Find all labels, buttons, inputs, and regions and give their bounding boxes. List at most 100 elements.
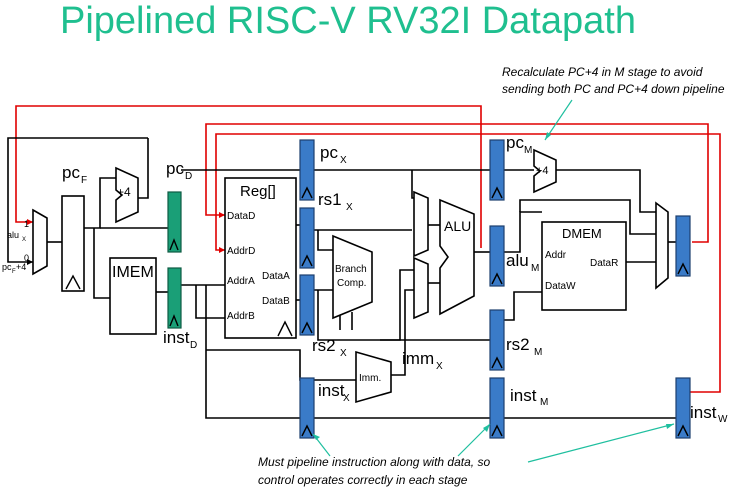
rs2x-label: rs2 [312, 336, 336, 355]
imm-generator [355, 350, 392, 404]
pcf-label: pc [62, 163, 80, 182]
pcx-label: pc [320, 143, 338, 162]
wire-rs2x-to-rs2m [317, 290, 490, 341]
wire-pcf-to-adder [84, 177, 116, 229]
bottom-callout-arrow-m [483, 424, 490, 432]
alum-label: alu [506, 251, 529, 270]
branch-label-1: Branch [335, 264, 367, 275]
wire-pcf4-arrow [27, 259, 33, 265]
writeback-mux [655, 201, 669, 290]
instx-sub: X [343, 393, 350, 404]
wire-pcf4-feedback [7, 137, 148, 263]
addra-label: AddrA [227, 276, 255, 287]
imem-label: IMEM [112, 264, 154, 281]
rs1x-sub: X [346, 202, 353, 213]
instw-register [675, 377, 691, 439]
pcf-sub: F [81, 175, 87, 186]
instx-label: inst [318, 381, 345, 400]
rs1x-label: rs1 [318, 190, 342, 209]
immx-label: imm [402, 349, 434, 368]
wire-immx-to-bmux [391, 289, 414, 376]
top-callout-arrow [545, 132, 551, 140]
alux-label: alu [7, 230, 19, 240]
rs2m-register [489, 309, 505, 371]
alux-sub: X [22, 237, 26, 243]
pcf4-sub: F [12, 269, 16, 275]
adder-m-label: +4 [536, 165, 549, 177]
pcm-label: pc [506, 133, 524, 152]
adder-m [533, 148, 557, 194]
bottom-note-line1: Must pipeline instruction along with dat… [258, 455, 490, 469]
wire-plus4-to-wbmux [556, 169, 656, 213]
pcx-register [299, 139, 315, 201]
wire-plus4-out [138, 138, 149, 199]
instx-register [299, 377, 315, 439]
immx-sub: X [436, 361, 443, 372]
bottom-callout-arrow-x [313, 434, 320, 440]
bottom-callout-line-w [527, 423, 675, 463]
pcd-sub: D [185, 171, 192, 182]
regfile-label: Reg[] [240, 183, 276, 200]
rs2x-sub: X [340, 348, 347, 359]
instw-label: inst [690, 403, 717, 422]
instm-sub: M [540, 397, 548, 408]
top-note-line2: sending both PC and PC+4 down pipeline [502, 82, 725, 96]
imem [109, 257, 157, 335]
red-feedback-wires [15, 105, 721, 393]
alu [439, 198, 475, 316]
writeback-addr-arrow [219, 247, 225, 253]
instw-sub: W [718, 414, 728, 425]
wire-pcf-to-imem [93, 228, 110, 299]
mux-in0-label: 0 [24, 253, 29, 263]
rs1x-register [299, 207, 315, 269]
pcd-label: pc [166, 159, 184, 178]
dataa-label: DataA [262, 271, 290, 282]
wire-instd-to-imm [206, 349, 356, 381]
rs2m-sub: M [534, 347, 542, 358]
instd-sub: D [190, 340, 197, 351]
writeback-data-arrow [219, 212, 225, 218]
wire-rs2x-to-bmux [380, 269, 414, 341]
datab-label: DataB [262, 296, 290, 307]
alu-feedback-wire [15, 105, 482, 248]
alu-feedback-arrow [27, 219, 33, 225]
instd-label: inst [163, 328, 190, 347]
wire-rs1x-to-branch [317, 230, 333, 251]
register-file [224, 177, 297, 339]
datar-label: DataR [590, 258, 618, 269]
branch-comparator [332, 234, 373, 320]
pcm-register [489, 139, 505, 201]
bottom-callout-arrow-w [666, 424, 674, 429]
page-title: Pipelined RISC-V RV32I Datapath [60, 0, 636, 42]
alu-a-mux [413, 190, 429, 258]
addrb-label: AddrB [227, 311, 255, 322]
rs2x-register [299, 274, 315, 336]
pcm-sub: M [524, 145, 532, 156]
rs2m-label: rs2 [506, 335, 530, 354]
wire-alum-to-wbmux [519, 199, 656, 235]
addr-label: Addr [545, 250, 567, 261]
pcd-register [167, 191, 182, 253]
alu-b-mux [413, 256, 429, 320]
instm-label: inst [510, 386, 537, 405]
adder-f [115, 166, 139, 224]
alum-sub: M [531, 263, 539, 274]
addrd-label: AddrD [227, 246, 255, 257]
wire-instd-addrb [195, 285, 225, 319]
adder-f-label: +4 [117, 185, 131, 199]
writeback-data-wire [205, 123, 709, 243]
alum-register [489, 225, 505, 287]
dmem-label: DMEM [562, 226, 602, 241]
top-callout-line [544, 99, 573, 141]
mux-in1-label: 1 [24, 219, 29, 229]
writeback-addr-wire [215, 133, 721, 393]
wire-instd-to-instx [205, 285, 300, 419]
instd-register [167, 267, 182, 329]
imm-gen-label: Imm. [359, 373, 381, 384]
wire-rs2m-to-dataw [504, 291, 542, 321]
dmem [541, 221, 627, 311]
pcf4-tail: +4 [16, 262, 26, 272]
datad-label: DataD [227, 211, 255, 222]
